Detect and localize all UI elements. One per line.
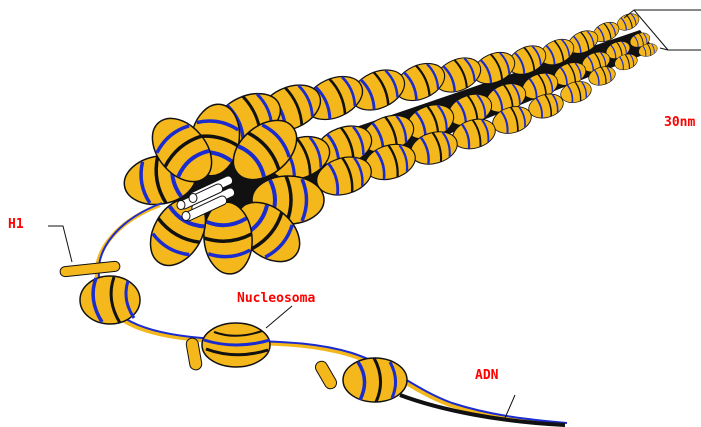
- h1-leader: [48, 226, 72, 262]
- dna-leader: [505, 395, 515, 418]
- label-dna: ADN: [475, 368, 499, 383]
- nucleosome-3: [313, 358, 407, 402]
- nucleosome-1: [60, 261, 140, 324]
- label-h1: H1: [8, 217, 24, 232]
- nucleosome-leader: [266, 306, 292, 328]
- nucleosome-2: [185, 323, 270, 371]
- label-30nm: 30nm: [664, 115, 695, 130]
- label-nucleosome: Nucleosoma: [237, 291, 315, 306]
- h1-rod: [313, 359, 338, 391]
- h1-rod: [185, 337, 202, 371]
- h1-rod: [60, 261, 121, 277]
